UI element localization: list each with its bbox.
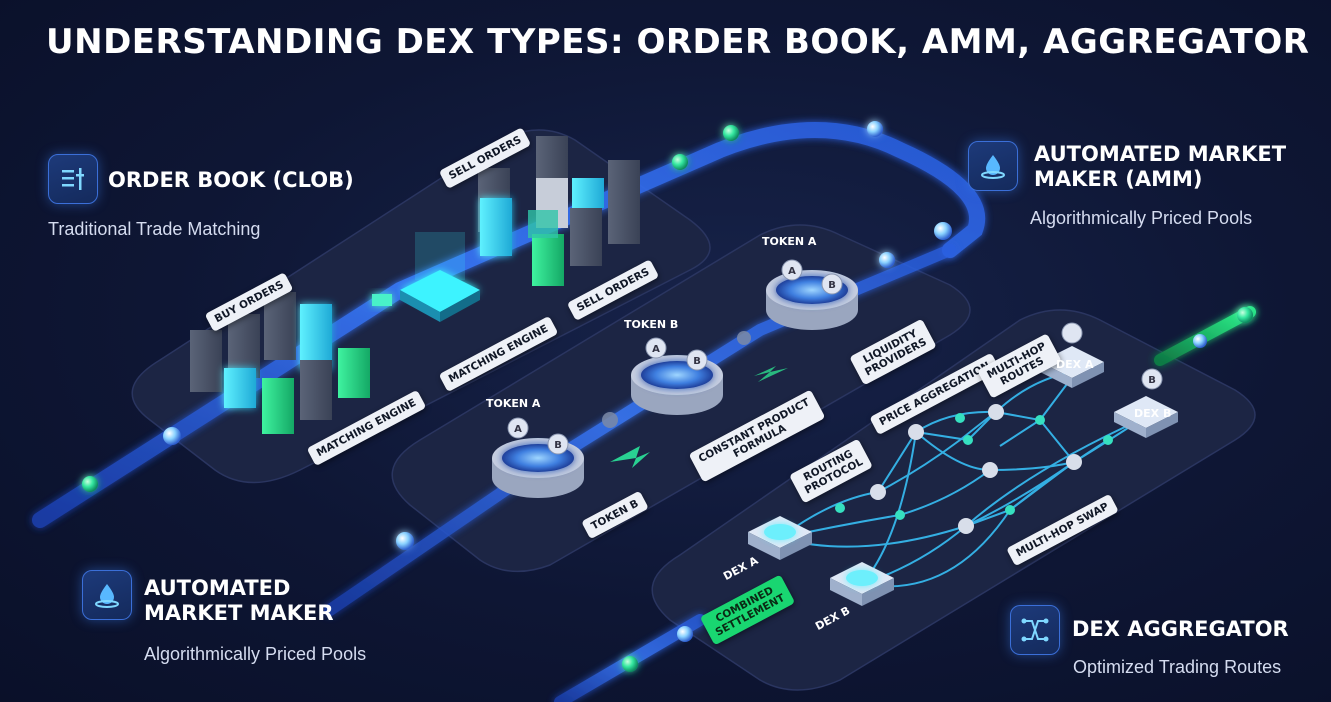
liquidity-drop-icon <box>968 141 1018 191</box>
amm-title-top: AUTOMATED MARKET MAKER (AMM) <box>1034 142 1286 192</box>
route-node <box>1035 415 1045 425</box>
aggregator-platform <box>651 309 1256 691</box>
token-b-label: TOKEN B <box>624 318 679 331</box>
buy-bar <box>228 314 260 378</box>
amm-subtitle-top: Algorithmically Priced Pools <box>1030 208 1253 228</box>
buy-bar <box>300 360 332 420</box>
sell-bar <box>532 234 564 286</box>
pipe-orb <box>163 427 181 445</box>
route-node <box>988 404 1004 420</box>
dex-a-cube-low <box>748 516 812 560</box>
token-a-label: TOKEN A <box>486 397 541 410</box>
order-book-title: ORDER BOOK (CLOB) <box>108 168 354 192</box>
buy-bar <box>190 330 222 392</box>
route-node <box>955 413 965 423</box>
pipe-orb <box>396 532 414 550</box>
route-node <box>1005 505 1015 515</box>
svg-text:B: B <box>828 280 836 291</box>
amm-title-top-line1: AUTOMATED MARKET <box>1034 142 1287 166</box>
route-node <box>908 424 924 440</box>
coin-a-icon <box>507 417 529 439</box>
btc-coin-icon <box>1141 368 1163 390</box>
amm-title-bottom-line2: MARKET MAKER <box>144 601 334 625</box>
sell-bar <box>570 208 602 266</box>
page-title: UNDERSTANDING DEX TYPES: ORDER BOOK, AMM… <box>46 22 1310 62</box>
pipe-orb <box>82 476 98 492</box>
coin-a-icon <box>781 259 803 281</box>
sell-bar <box>528 210 558 238</box>
route-node <box>835 503 845 513</box>
main-flow-pipe <box>32 122 986 528</box>
svg-text:B: B <box>693 356 701 367</box>
route-node <box>982 462 998 478</box>
pipe-orb <box>879 252 895 268</box>
buy-orders-bars <box>190 292 370 434</box>
coin-a-icon <box>645 337 667 359</box>
pipe-orb <box>672 154 688 170</box>
sell-orders-bars <box>478 136 640 286</box>
coin-b-icon <box>686 349 708 371</box>
svg-text:A: A <box>788 266 796 277</box>
arrow-icon <box>610 446 650 468</box>
amm-title-bottom: AUTOMATED MARKET MAKER <box>144 576 334 626</box>
buy-bar <box>224 368 256 408</box>
coin-b-icon <box>547 433 569 455</box>
amm-pool-top <box>766 270 858 330</box>
liquidity-drop-icon <box>82 570 132 620</box>
buy-bar <box>338 348 370 398</box>
route-node <box>963 435 973 445</box>
route-nodes <box>835 404 1113 534</box>
order-book-subtitle: Traditional Trade Matching <box>48 219 261 239</box>
coin-b-icon <box>821 273 843 295</box>
amm-title-bottom-line1: AUTOMATED <box>144 576 291 600</box>
matching-engine-core <box>372 232 480 322</box>
pipe-orbs <box>82 121 1253 672</box>
svg-text:A: A <box>514 424 522 435</box>
pipe-orb <box>723 125 739 141</box>
aggregator-title: DEX AGGREGATOR <box>1072 617 1289 641</box>
token-a-label: TOKEN A <box>762 235 817 248</box>
routes-icon <box>1010 605 1060 655</box>
eth-coin-icon <box>1061 322 1083 344</box>
arrow-icon <box>754 366 788 382</box>
pipe-orb <box>934 222 952 240</box>
aggregator-subtitle: Optimized Trading Routes <box>1073 657 1282 677</box>
sell-bar <box>572 178 604 208</box>
amm-subtitle-bottom: Algorithmically Priced Pools <box>144 644 367 664</box>
pipe-orb <box>1193 334 1207 348</box>
route-node <box>958 518 974 534</box>
flow-arrows <box>602 331 788 468</box>
buy-bar <box>264 292 296 360</box>
dex-b-cube-low <box>830 562 894 606</box>
dex-b-cube-top: B <box>1114 368 1178 438</box>
pipe-orb <box>1237 307 1253 323</box>
pipe-orb <box>867 121 883 137</box>
amm-title-top-line2: MAKER (AMM) <box>1034 167 1203 191</box>
dex-a-label: DEX A <box>1056 358 1094 371</box>
amm-pool-low <box>492 438 584 498</box>
route-node <box>1066 454 1082 470</box>
amm-pool-mid <box>631 355 723 415</box>
sell-bar <box>608 160 640 244</box>
dex-b-label: DEX B <box>1134 407 1172 420</box>
route-node <box>895 510 905 520</box>
token-coins: A B A B A B <box>507 259 843 455</box>
buy-bar <box>262 378 294 434</box>
route-node <box>870 484 886 500</box>
svg-text:B: B <box>1148 375 1156 386</box>
route-node <box>1103 435 1113 445</box>
pipe-orb <box>677 626 693 642</box>
sell-bar <box>480 198 512 256</box>
buy-bar <box>300 304 332 370</box>
output-green-pipe <box>1154 306 1256 366</box>
svg-text:B: B <box>554 440 562 451</box>
order-book-icon <box>48 154 98 204</box>
pipe-orb <box>622 656 638 672</box>
svg-text:A: A <box>652 344 660 355</box>
